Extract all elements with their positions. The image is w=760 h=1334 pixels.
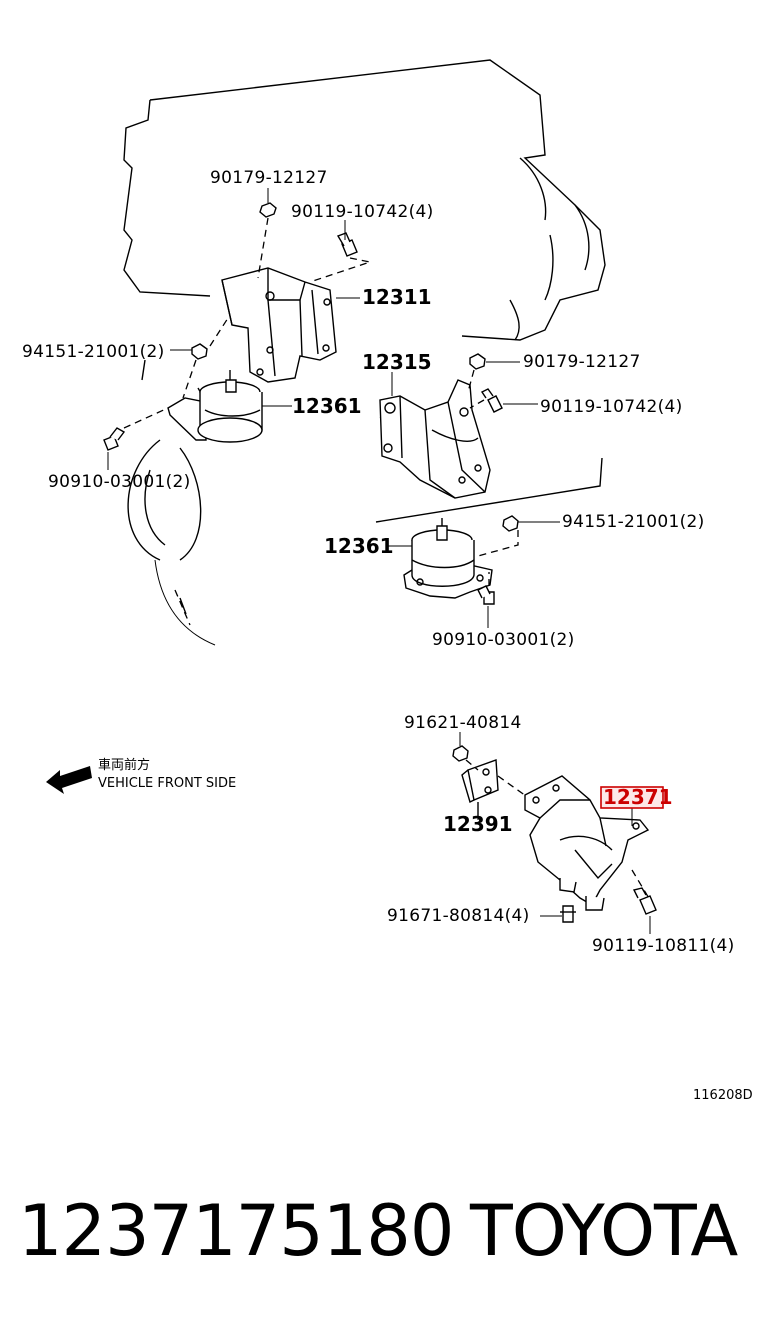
- nut-90179-right: [467, 353, 486, 393]
- label-12361-upper: 12361: [292, 394, 362, 418]
- bolt-90119-10811: [632, 887, 657, 915]
- label-94151-lower: 94151-21001(2): [562, 512, 705, 532]
- highlighted-part-12371[interactable]: 12371: [600, 785, 673, 809]
- bolt-90119-right: [469, 388, 503, 413]
- bracket-12315: [379, 379, 491, 499]
- stopper-12391: [461, 759, 499, 818]
- engine-mount-12361-lower: [403, 518, 493, 599]
- label-12315: 12315: [362, 350, 432, 374]
- label-90179-right: 90179-12127: [523, 352, 641, 372]
- engine-mount-12361-upper: [167, 370, 263, 443]
- nut-94151-upper: [182, 317, 229, 399]
- label-90179-upper: 90179-12127: [210, 168, 328, 188]
- vehicle-front-arrow-icon: [46, 766, 92, 794]
- engine-outline: [123, 59, 606, 646]
- label-94151-upper: 94151-21001(2): [22, 342, 165, 362]
- direction-label-japanese: 車両前方: [98, 757, 150, 773]
- label-90910-upper: 90910-03001(2): [48, 472, 191, 492]
- label-90119-right: 90119-10742(4): [540, 397, 683, 417]
- label-91671: 91671-80814(4): [387, 906, 530, 926]
- direction-label-english: VEHICLE FRONT SIDE: [98, 776, 236, 791]
- label-12391: 12391: [443, 812, 513, 836]
- bolt-91671: [560, 905, 576, 923]
- label-12311: 12311: [362, 285, 432, 309]
- label-12361-lower: 12361: [324, 534, 394, 558]
- nut-94151-lower: [477, 515, 519, 557]
- footer-part-number: 1237175180: [18, 1190, 454, 1272]
- label-90119-10811: 90119-10811(4): [592, 936, 735, 956]
- bolt-90910-lower: [477, 572, 495, 605]
- label-90910-lower: 90910-03001(2): [432, 630, 575, 650]
- bracket-12311: [221, 267, 337, 383]
- leader-lines: [107, 188, 651, 934]
- label-12371: 12371: [603, 785, 673, 809]
- mount-12371: [497, 775, 651, 911]
- nut-90179-upper: [257, 202, 277, 279]
- label-90119-upper: 90119-10742(4): [291, 202, 434, 222]
- bolt-90119-upper: [309, 232, 373, 283]
- nut-91621: [452, 745, 479, 771]
- drawing-code: 116208D: [693, 1088, 753, 1103]
- label-91621: 91621-40814: [404, 713, 522, 733]
- footer-brand: TOYOTA: [470, 1190, 738, 1272]
- bolt-90910-upper: [103, 407, 169, 451]
